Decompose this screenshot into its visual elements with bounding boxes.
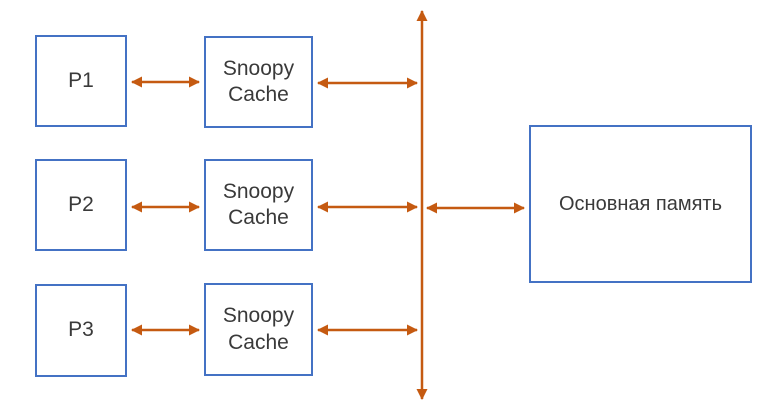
node-p3-label: P3 — [68, 318, 94, 342]
node-snoopy-cache-3-label: Snoopy Cache — [222, 304, 295, 354]
node-snoopy-cache-1: Snoopy Cache — [204, 36, 313, 128]
node-snoopy-cache-2: Snoopy Cache — [204, 159, 313, 251]
node-p1-label: P1 — [68, 68, 94, 92]
node-main-memory-label: Основная память — [558, 192, 723, 215]
node-p2-label: P2 — [68, 192, 94, 216]
node-p1: P1 — [35, 35, 127, 127]
node-p2: P2 — [35, 159, 127, 251]
node-snoopy-cache-1-label: Snoopy Cache — [222, 56, 295, 106]
node-main-memory: Основная память — [529, 125, 752, 283]
node-snoopy-cache-2-label: Snoopy Cache — [222, 179, 295, 229]
node-p3: P3 — [35, 284, 127, 377]
node-snoopy-cache-3: Snoopy Cache — [204, 283, 313, 376]
